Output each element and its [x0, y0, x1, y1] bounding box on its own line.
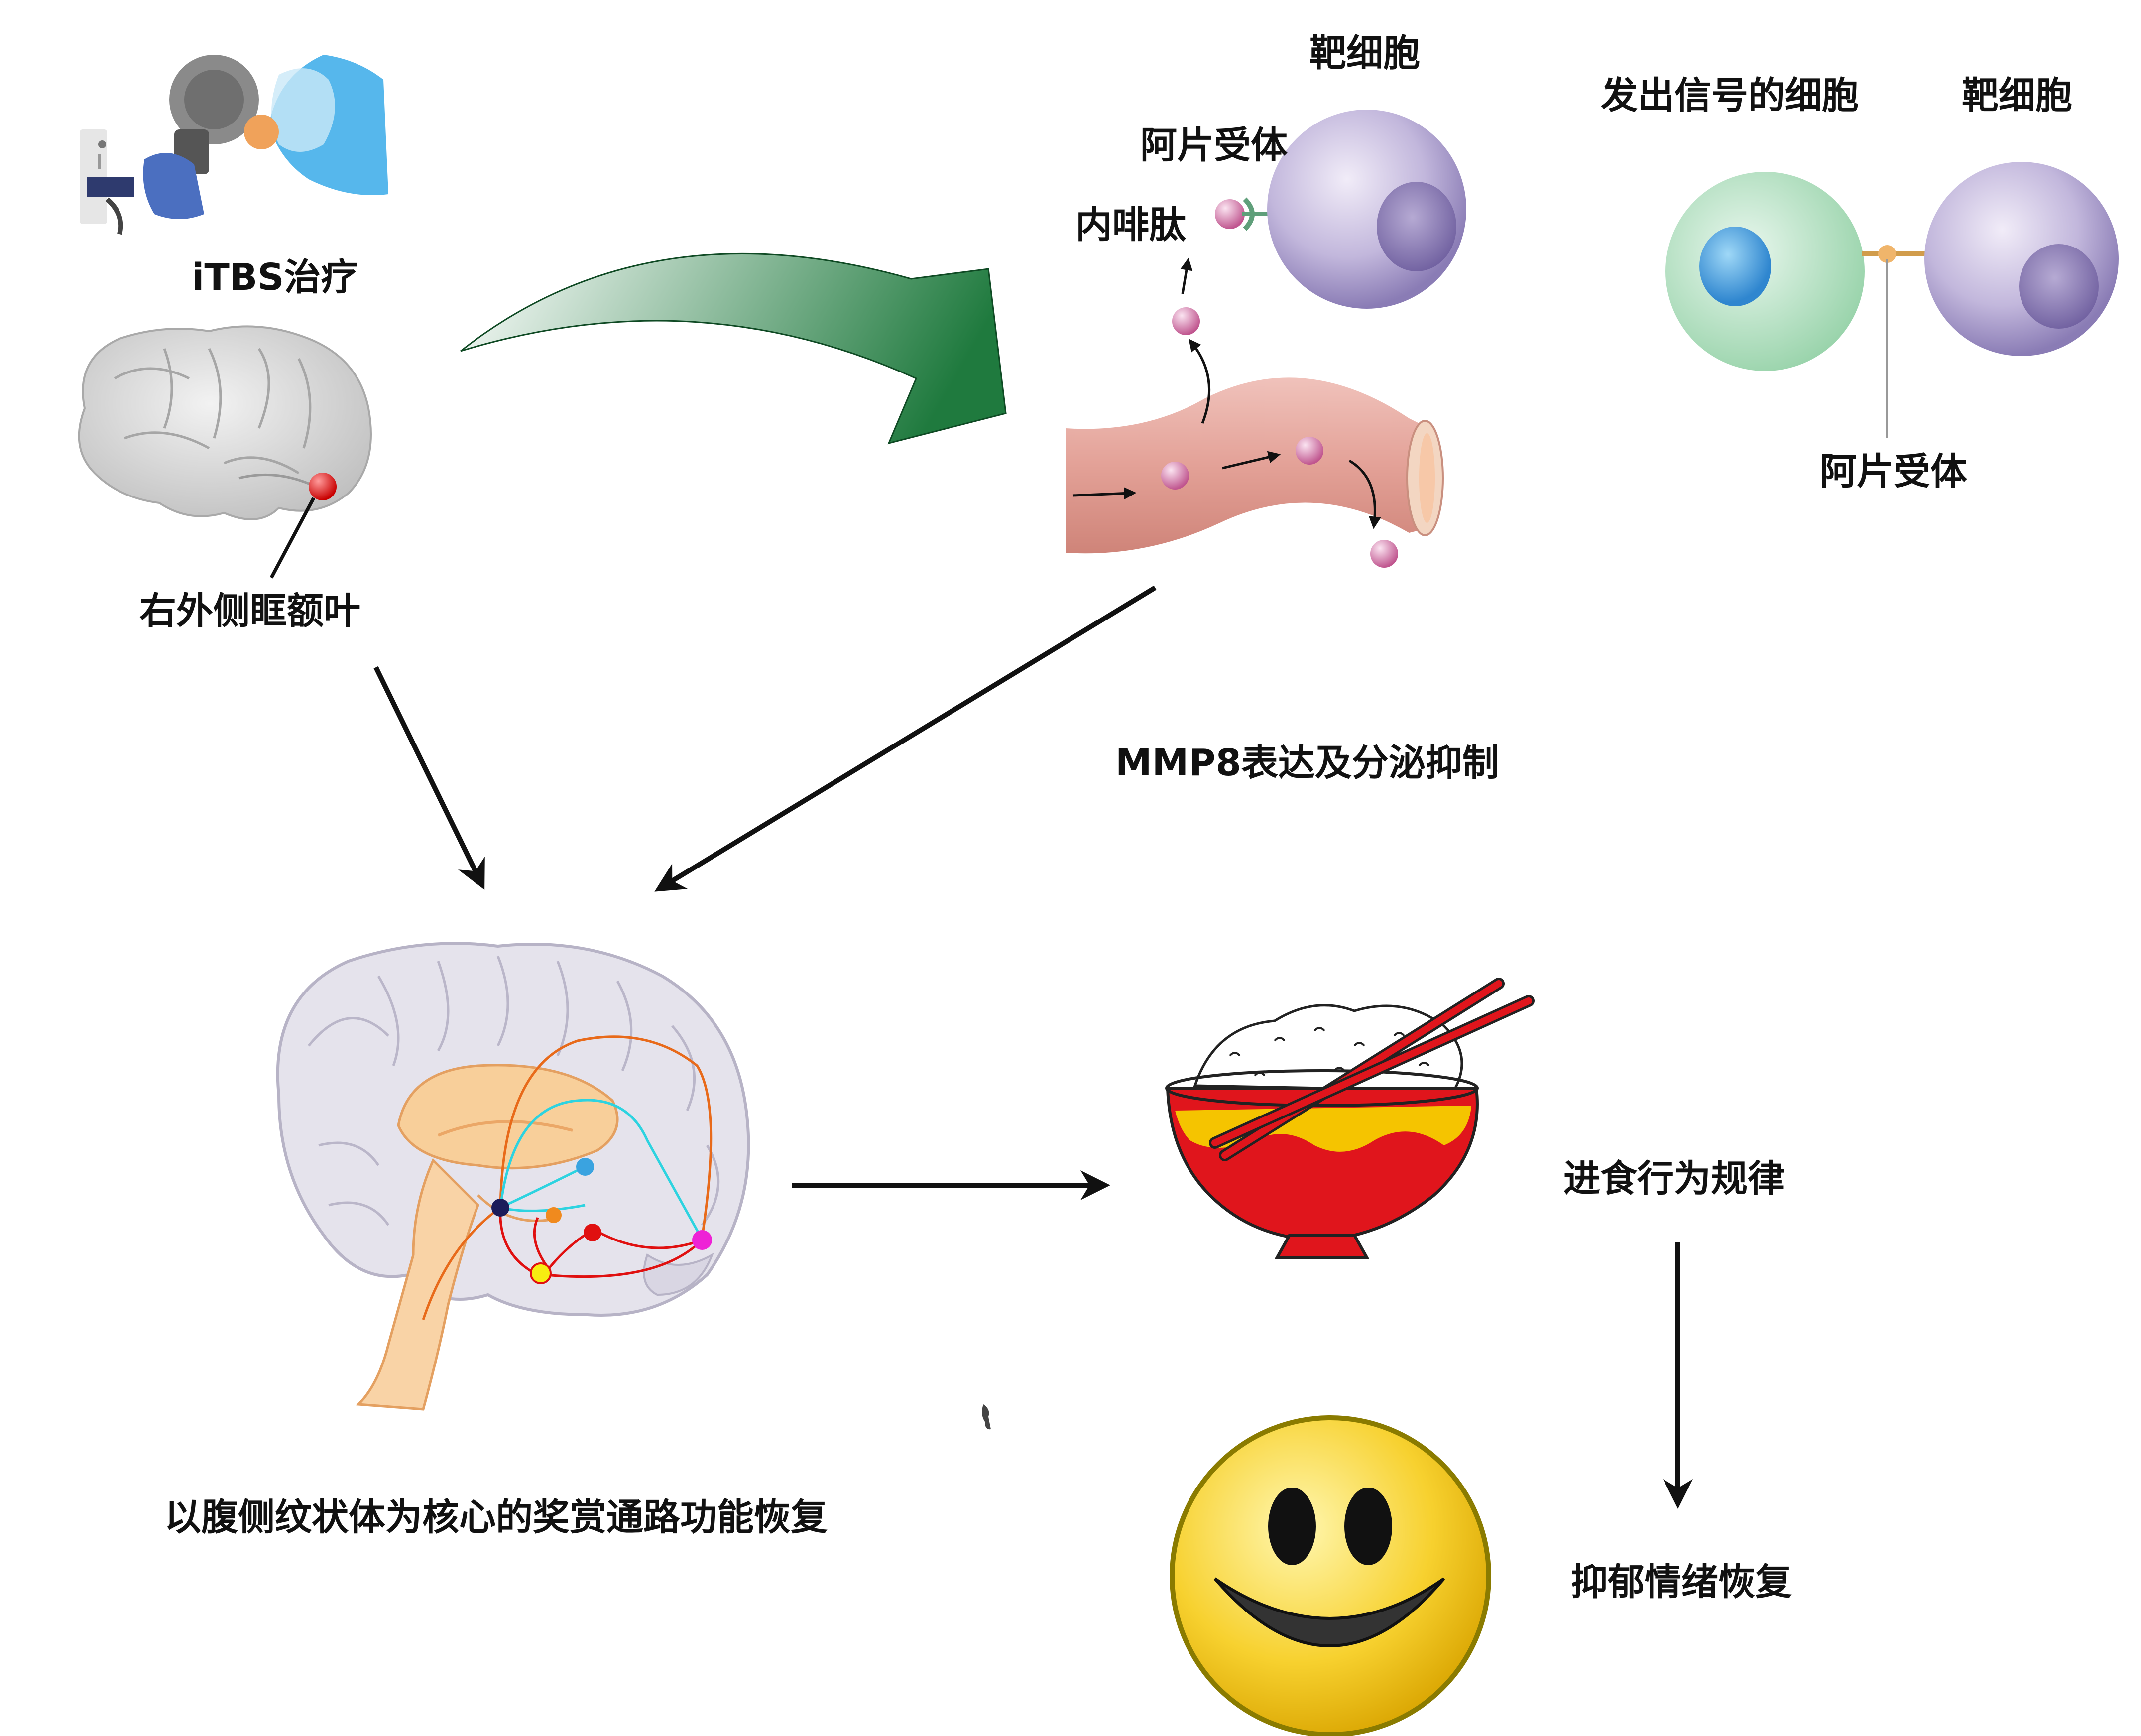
- flow-arrow-2: [1222, 451, 1281, 470]
- arrow-mmp8-to-reward: [654, 585, 1157, 892]
- endorphin-particle: [1172, 307, 1200, 335]
- endorphin-particle: [1161, 462, 1189, 490]
- pfc-node: [692, 1230, 712, 1250]
- sagittal-brain-icon: [276, 942, 750, 1411]
- signal-cell-label: 发出信号的细胞: [1601, 74, 1859, 117]
- smiley-face-icon: [1170, 1415, 1491, 1736]
- amygdala-node: [530, 1262, 552, 1284]
- signal-cell: [1665, 172, 1865, 371]
- caudate-node: [576, 1158, 594, 1176]
- flow-arrow-5: [1180, 257, 1193, 294]
- green-curved-arrow: [460, 252, 1007, 445]
- endorphin-particle: [1296, 437, 1323, 465]
- vta-node: [491, 1199, 509, 1217]
- rlofc-label: 右外侧眶额叶: [139, 590, 360, 632]
- target-cell-label-2: 靶细胞: [1962, 74, 2072, 117]
- target-cell-2: [1924, 162, 2119, 356]
- endorphin-bound-particle: [1215, 199, 1245, 229]
- mmp8-label: MMP8表达及分泌抑制: [1115, 742, 1500, 784]
- arrow-brain-to-reward: [373, 666, 485, 890]
- receptor-node: [1878, 245, 1896, 263]
- opioid-receptor-label-2: 阿片受体: [1820, 450, 1967, 493]
- rlofc-dot: [309, 473, 337, 500]
- tms-coil-icon: [80, 55, 388, 235]
- accumbens-node-orange: [546, 1207, 562, 1223]
- reward-pathway-label: 以腹侧纹状体为核心的奖赏通路功能恢复: [164, 1496, 828, 1539]
- flow-arrow-4: [1189, 339, 1211, 424]
- flow-arrow-1: [1072, 487, 1137, 500]
- rlofc-pointer-line: [269, 497, 316, 579]
- lateral-brain-icon: [78, 325, 372, 520]
- flow-arrow-3: [1348, 459, 1381, 529]
- rice-bowl-icon: [1165, 978, 1535, 1259]
- endorphin-label: 内啡肽: [1075, 204, 1186, 247]
- opioid-receptor-label-1: 阿片受体: [1140, 124, 1288, 167]
- target-cell-label-1: 靶细胞: [1309, 32, 1420, 75]
- ventral-striatum-node: [584, 1224, 601, 1241]
- target-cell-1: [1267, 110, 1466, 309]
- blood-vessel: [1066, 377, 1444, 554]
- endorphin-particle: [1370, 540, 1398, 568]
- mood-recovery-label: 抑郁情绪恢复: [1571, 1561, 1792, 1604]
- eating-behavior-label: 进食行为规律: [1563, 1157, 1784, 1200]
- stray-mark: [982, 1404, 991, 1430]
- receptor-cup: [1243, 197, 1255, 231]
- itbs-label: iTBS治疗: [192, 256, 358, 299]
